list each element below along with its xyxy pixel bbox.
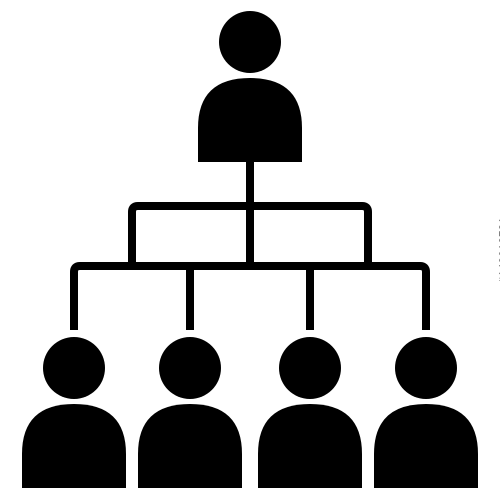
person-3-head bbox=[279, 337, 341, 399]
connector-upper-bracket bbox=[128, 202, 372, 268]
person-2-body bbox=[138, 404, 242, 488]
top-person-body bbox=[198, 78, 302, 162]
person-1-icon bbox=[22, 337, 126, 488]
connector-lower-bracket bbox=[70, 262, 430, 330]
person-3-icon bbox=[258, 337, 362, 488]
person-1-body bbox=[22, 404, 126, 488]
person-2-icon bbox=[138, 337, 242, 488]
person-1-head bbox=[43, 337, 105, 399]
top-person-head bbox=[219, 11, 281, 73]
top-person-icon bbox=[198, 11, 302, 162]
person-2-head bbox=[159, 337, 221, 399]
connector-lines bbox=[70, 160, 430, 330]
person-4-head bbox=[395, 337, 457, 399]
person-3-body bbox=[258, 404, 362, 488]
person-4-icon bbox=[374, 337, 478, 488]
person-4-body bbox=[374, 404, 478, 488]
